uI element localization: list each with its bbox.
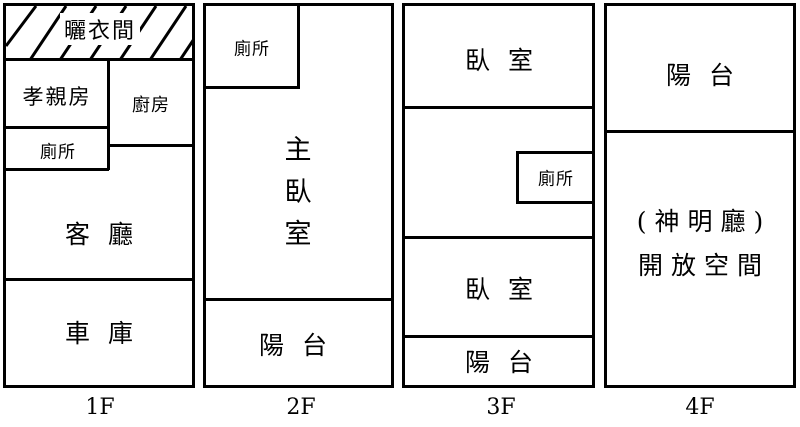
toilet-box bbox=[203, 3, 300, 89]
room-balcony-label: 陽台 bbox=[258, 331, 346, 360]
wall bbox=[107, 144, 195, 147]
floor-1f-label: 1F bbox=[85, 395, 115, 420]
floor-2f-label: 2F bbox=[286, 395, 316, 420]
room-kitchen-label: 廚房 bbox=[132, 95, 170, 116]
room-master-bedroom-label: 主臥室 bbox=[284, 135, 312, 250]
wall bbox=[3, 126, 109, 129]
wall bbox=[107, 58, 110, 170]
wall bbox=[3, 278, 195, 281]
wall bbox=[402, 106, 595, 109]
floor-1f-plan bbox=[3, 3, 195, 388]
room-elder-label: 孝親房 bbox=[22, 85, 92, 109]
room-bedroom-top-label: 臥室 bbox=[464, 46, 552, 75]
room-garage-label: 車庫 bbox=[64, 319, 152, 348]
room-bedroom-bottom-label: 臥室 bbox=[464, 275, 552, 304]
wall bbox=[3, 168, 109, 171]
room-balcony-label: 陽台 bbox=[665, 61, 753, 90]
wall bbox=[402, 335, 595, 338]
floor-4f-plan bbox=[604, 3, 796, 388]
room-open-space-label: 開放空間 bbox=[637, 251, 771, 280]
toilet-box bbox=[516, 151, 595, 204]
room-living-label: 客廳 bbox=[64, 220, 152, 249]
room-shrine-label: (神明廳) bbox=[636, 207, 772, 236]
wall bbox=[604, 130, 796, 133]
room-toilet-label: 廁所 bbox=[234, 39, 270, 60]
room-laundry-label: 曬衣間 bbox=[59, 13, 141, 45]
wall bbox=[203, 298, 394, 301]
wall bbox=[3, 58, 195, 61]
room-balcony-label: 陽台 bbox=[464, 348, 552, 377]
floor-3f-label: 3F bbox=[486, 395, 516, 420]
room-toilet-label: 廁所 bbox=[538, 169, 574, 190]
wall bbox=[402, 236, 595, 239]
floor-4f-label: 4F bbox=[685, 395, 715, 420]
room-toilet-label: 廁所 bbox=[40, 142, 76, 163]
